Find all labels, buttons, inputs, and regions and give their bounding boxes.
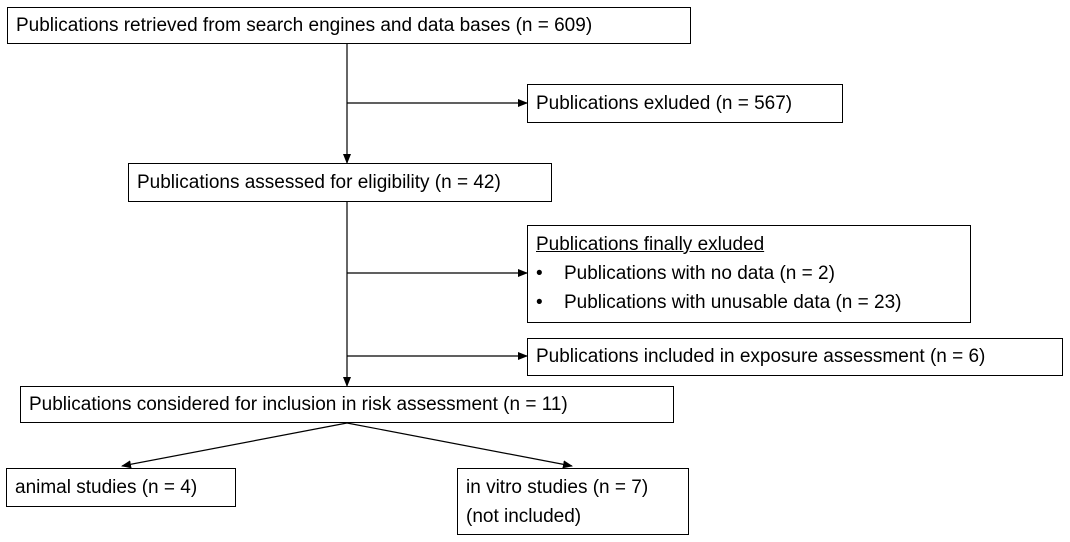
invitro-note: (not included): [466, 506, 582, 527]
finally-excluded-title: Publications finally exluded: [536, 234, 765, 255]
bullet-item-no-data: • Publications with no data (n = 2): [536, 259, 962, 288]
considered-box: Publications considered for inclusion in…: [20, 386, 674, 423]
exposure-box: Publications included in exposure assess…: [527, 338, 1063, 376]
assessed-label: Publications assessed for eligibility (n…: [137, 172, 501, 193]
bullet-item-label: Publications with unusable data (n = 23): [564, 292, 902, 313]
retrieved-label: Publications retrieved from search engin…: [16, 15, 593, 36]
invitro-box: in vitro studies (n = 7) (not included): [457, 468, 689, 535]
arrow-to-invitro: [346, 422, 573, 469]
finally-excluded-box: Publications finally exluded • Publicati…: [527, 225, 971, 323]
arrow-to-animal: [121, 422, 348, 469]
excluded-label: Publications exluded (n = 567): [536, 93, 793, 114]
bullet-icon: •: [536, 292, 543, 313]
bullet-item-label: Publications with no data (n = 2): [564, 263, 835, 284]
animal-box: animal studies (n = 4): [6, 468, 236, 507]
considered-label: Publications considered for inclusion in…: [29, 394, 568, 415]
retrieved-box: Publications retrieved from search engin…: [7, 7, 691, 44]
assessed-box: Publications assessed for eligibility (n…: [128, 163, 552, 202]
invitro-label: in vitro studies (n = 7): [466, 477, 649, 498]
excluded-box: Publications exluded (n = 567): [527, 84, 843, 123]
bullet-icon: •: [536, 263, 543, 284]
exposure-label: Publications included in exposure assess…: [536, 346, 986, 367]
animal-label: animal studies (n = 4): [15, 477, 198, 498]
bullet-item-unusable-data: • Publications with unusable data (n = 2…: [536, 288, 962, 317]
